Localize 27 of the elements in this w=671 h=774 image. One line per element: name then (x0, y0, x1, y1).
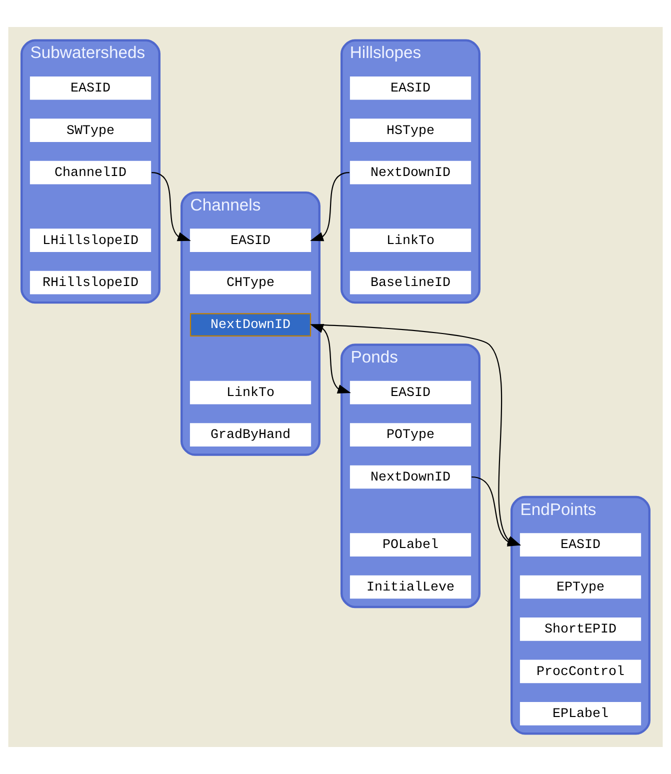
node-box: SWType (30, 118, 152, 142)
node-box: POType (350, 423, 472, 446)
node-box: EASID (190, 228, 312, 252)
node-box: GradByHand (190, 423, 312, 446)
node-box: InitialLeve (350, 575, 472, 599)
node-box: LinkTo (350, 228, 472, 252)
node-box: LHillslopeID (30, 228, 152, 252)
node-box: RHillslopeID (30, 270, 152, 294)
node-box: NextDownID (350, 465, 472, 489)
node-box: EASID (520, 533, 642, 556)
node-box: CHType (190, 270, 312, 294)
node-box: LinkTo (190, 380, 312, 404)
arrow (310, 172, 350, 242)
node-box: ChannelID (30, 160, 152, 184)
arrow (152, 172, 191, 242)
node-box: ShortEPID (520, 618, 642, 641)
node-box: NextDownID (190, 313, 312, 336)
node-box: EPType (520, 575, 642, 599)
node-box: ProcControl (520, 660, 642, 684)
node-box: EPLabel (520, 702, 642, 726)
node-box: EASID (30, 76, 152, 100)
node-box: NextDownID (350, 160, 472, 184)
node-box: EASID (350, 380, 472, 404)
node-box: POLabel (350, 533, 472, 556)
node-box: EASID (350, 76, 472, 100)
node-box: BaselineID (350, 270, 472, 294)
node-box: HSType (350, 118, 472, 142)
